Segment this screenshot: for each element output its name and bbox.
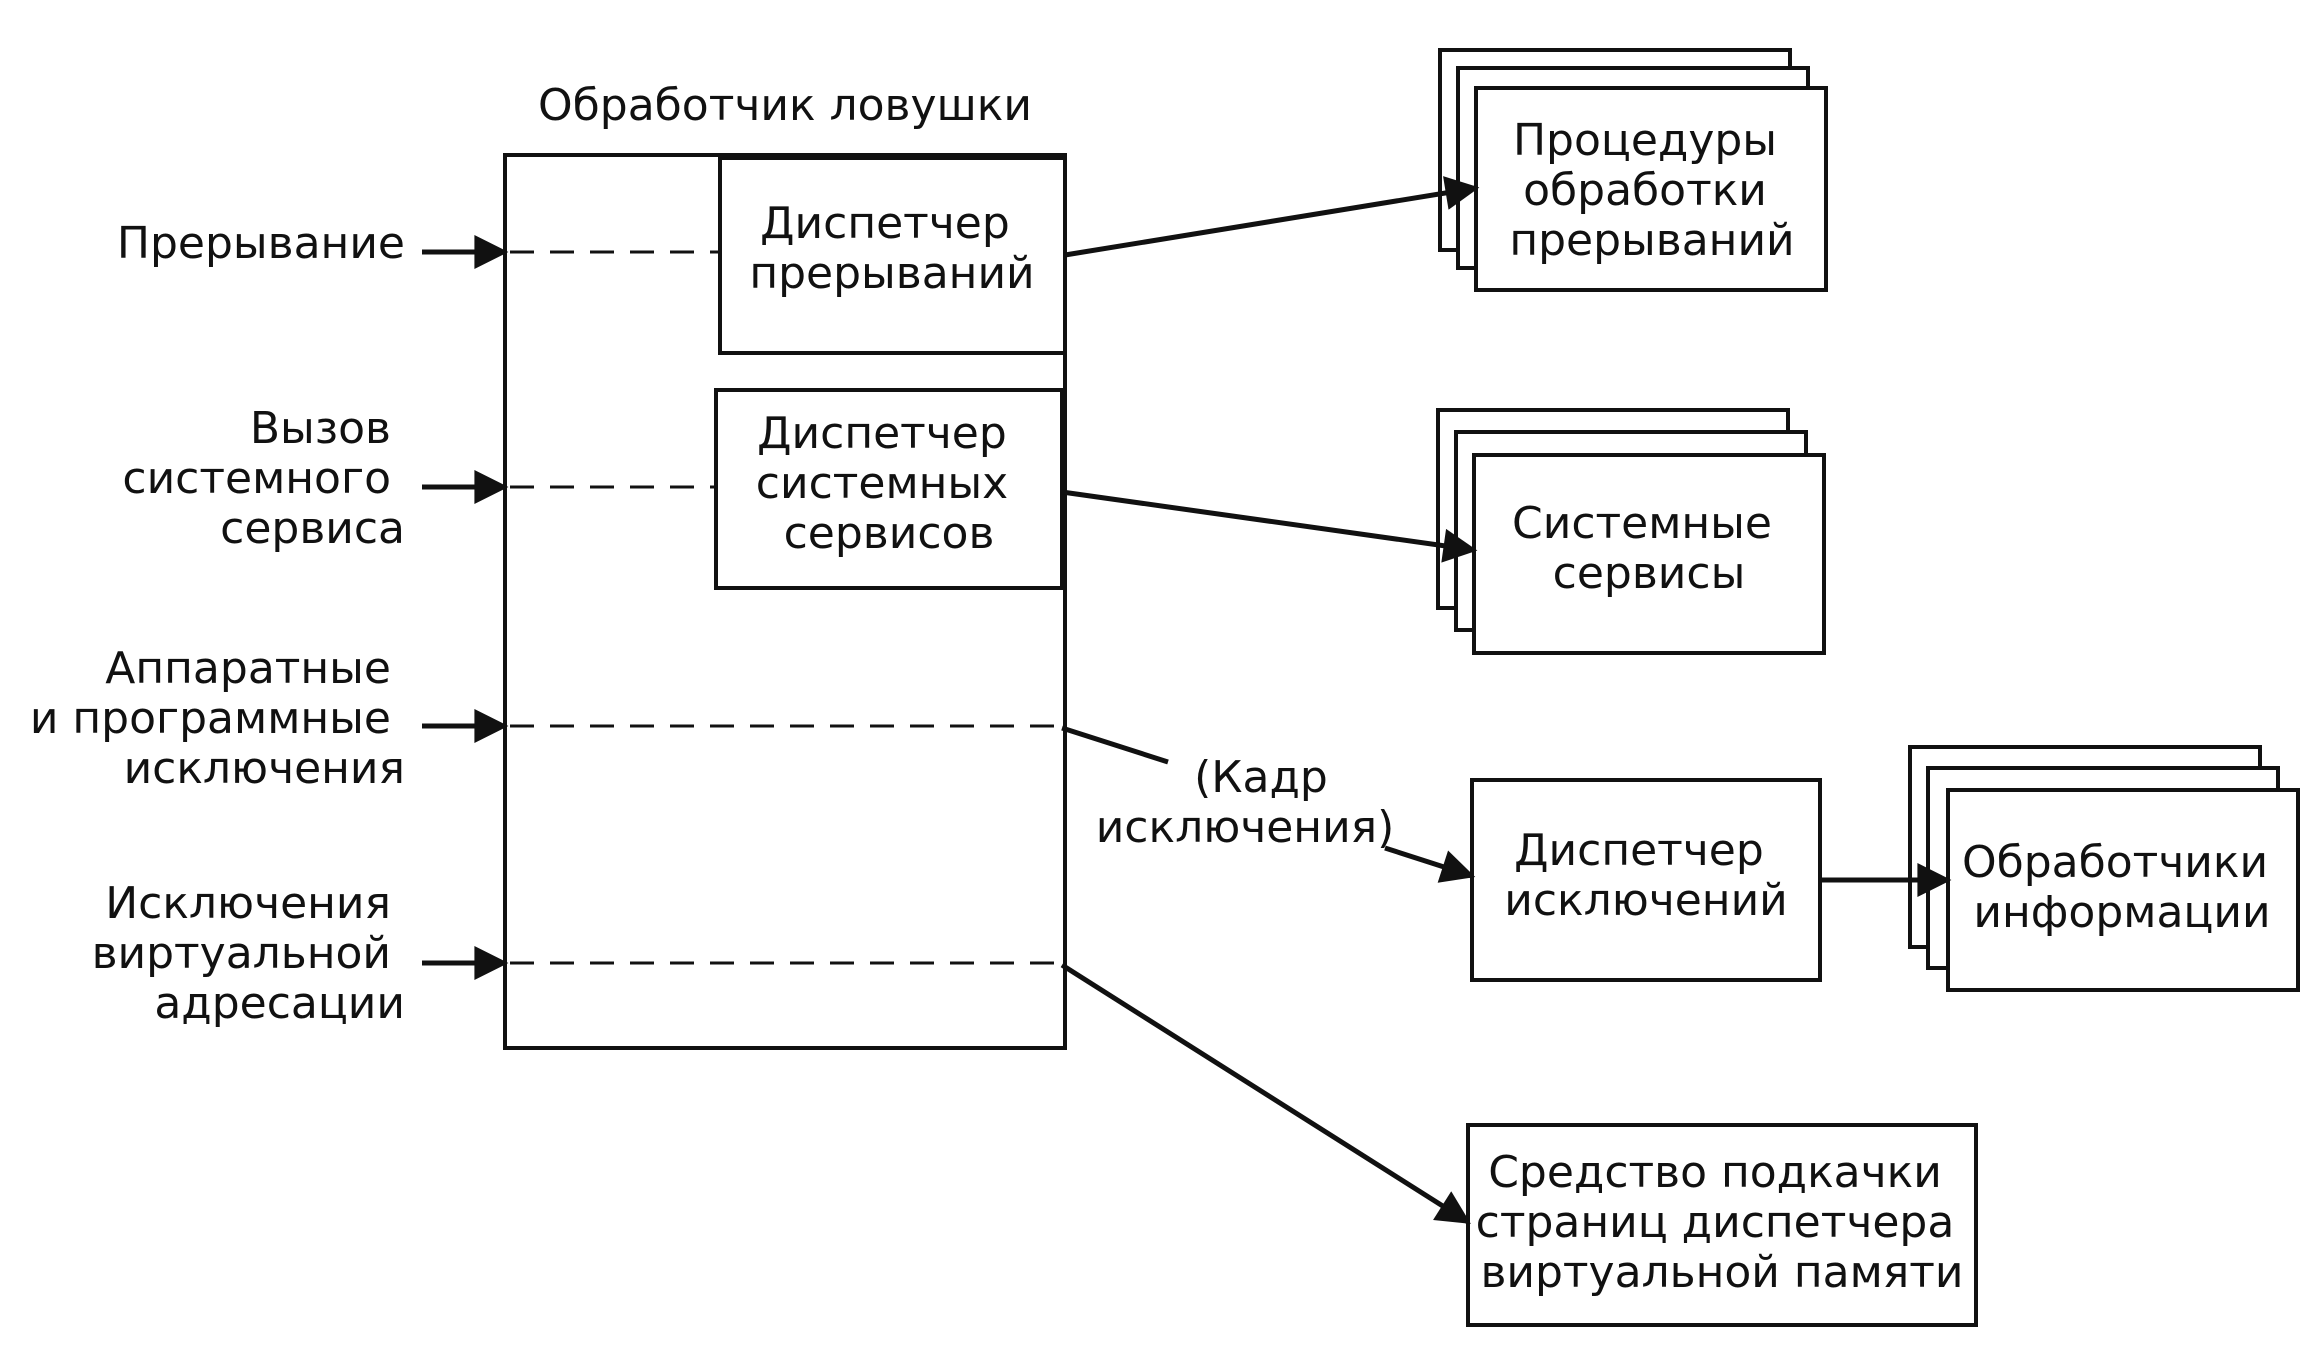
exception-handlers-stack [1908, 745, 2300, 992]
vm-pager-label: Средство подкачки страниц диспетчера вир… [1476, 1147, 1969, 1298]
input-label-hw-sw-exceptions: Аппаратные и программные исключения [30, 643, 405, 794]
system-service-dispatcher-label: Диспетчер системных сервисов [756, 408, 1022, 559]
interrupt-service-routines-label: Процедуры обработки прерываний [1509, 115, 1794, 266]
arrow-to-interrupt-service-routines [1064, 176, 1480, 258]
interrupt-dispatcher-box [718, 156, 1067, 355]
arrow-to-vm-pager [1060, 962, 1471, 1225]
input-label-virtual-address-exceptions: Исключения виртуальной адресации [92, 878, 405, 1029]
vm-pager-box [1466, 1123, 1978, 1327]
system-service-dispatcher-box [714, 388, 1064, 590]
arrow-to-exception-dispatcher [1384, 845, 1476, 883]
system-services-stack [1436, 408, 1826, 655]
interrupt-dispatcher-label: Диспетчер прерываний [749, 198, 1034, 299]
exception-dispatcher-box [1470, 778, 1822, 982]
input-label-system-service-call: Вызов системного сервиса [122, 403, 405, 554]
exception-dispatcher-label: Диспетчер исключений [1504, 825, 1788, 926]
system-services-label: Системные сервисы [1512, 498, 1786, 599]
arrow-to-system-services [1061, 489, 1478, 563]
exception-handlers-label: Обработчики информации [1962, 837, 2282, 938]
trap-handler-title: Обработчик ловушки [538, 80, 1032, 131]
input-label-interrupt: Прерывание [117, 218, 405, 269]
interrupt-service-routines-stack [1438, 48, 1828, 292]
exception-frame-connector [1061, 725, 1169, 765]
exception-frame-label: (Кадр исключения) [1096, 752, 1395, 853]
